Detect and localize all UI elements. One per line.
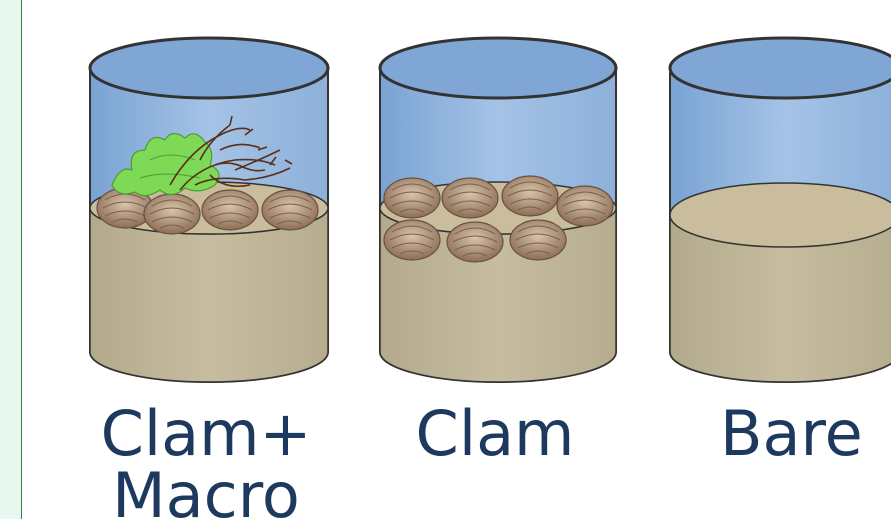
water-top (90, 38, 328, 98)
label-clam-macro-line1: Clam+ (75, 403, 337, 465)
cylinder-clam (380, 38, 616, 382)
sediment-surface (670, 183, 891, 247)
label-clam-macro-line2: Macro (75, 465, 337, 527)
label-bare: Bare (720, 403, 891, 465)
water-top (380, 38, 616, 98)
water-top (670, 38, 891, 98)
cylinder-clam-macro (90, 38, 328, 382)
label-clam: Clam (375, 403, 615, 465)
cylinder-bare (670, 38, 891, 382)
label-clam-macro: Clam+ Macro (75, 403, 337, 527)
